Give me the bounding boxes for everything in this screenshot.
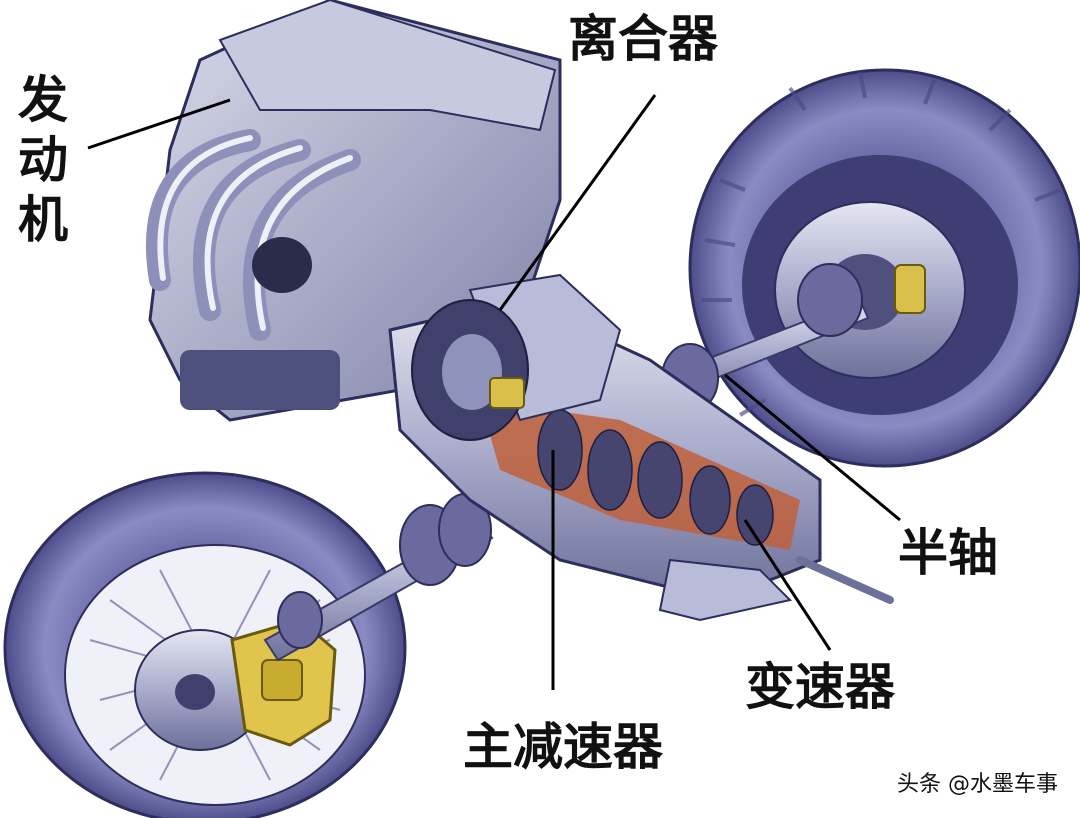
transmission-leader: [743, 519, 832, 651]
right-wheel: [688, 68, 1080, 468]
engine-leader: [87, 98, 231, 150]
watermark: 头条 @水墨车事: [893, 764, 1062, 800]
transmission-label: 变速器: [745, 657, 895, 716]
left-wheel: [3, 471, 407, 818]
engine-label: 发动机: [18, 70, 68, 249]
clutch-label: 离合器: [568, 9, 718, 68]
half-shaft-leader: [724, 373, 901, 522]
clutch-leader: [498, 94, 657, 311]
leader-lines: [87, 94, 901, 690]
transmission-housing: [388, 273, 894, 622]
half-shaft-label: 半轴: [898, 523, 998, 582]
final-drive-label: 主减速器: [463, 717, 663, 776]
left-drive-shaft: [263, 493, 494, 662]
